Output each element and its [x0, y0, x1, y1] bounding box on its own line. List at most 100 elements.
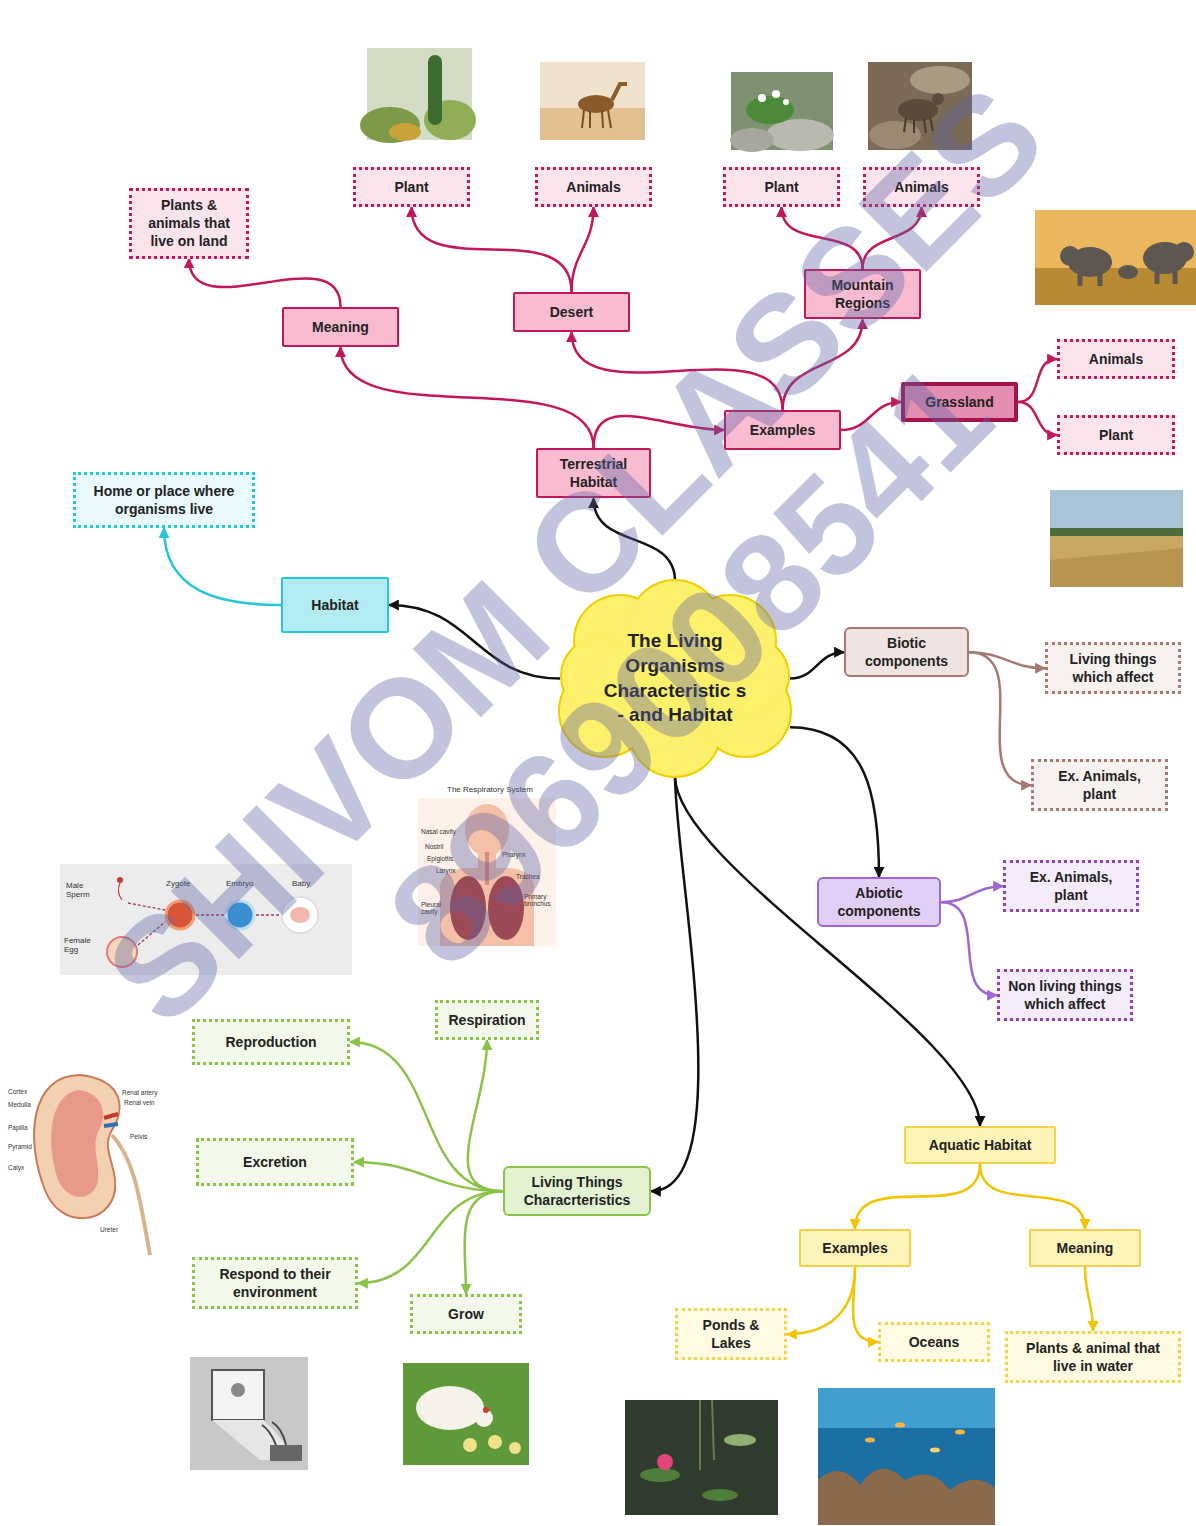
- photo-sky: [1050, 490, 1183, 587]
- head: [465, 804, 509, 856]
- pond-photo: [625, 1400, 778, 1515]
- ureter: [112, 1135, 150, 1255]
- hen-photo: [403, 1363, 529, 1465]
- connector-arrow: [782, 207, 863, 269]
- figure-label: Pyramid: [8, 1143, 32, 1150]
- lily-pad: [702, 1489, 738, 1501]
- connector-arrow: [841, 402, 901, 430]
- box-label: Desert: [522, 303, 621, 321]
- flower: [783, 99, 789, 105]
- box-label: Aquatic Habitat: [913, 1136, 1047, 1154]
- figure-label: Larynx: [436, 867, 456, 874]
- box-label: Respond to their environment: [202, 1265, 348, 1301]
- connector-arrow: [783, 319, 863, 410]
- box-label: Mountain Regions: [813, 276, 912, 312]
- figure-ground: [60, 864, 352, 975]
- lung: [488, 876, 524, 940]
- photo-sky: [1035, 210, 1196, 305]
- mindmap-box: Oceans: [878, 1322, 990, 1362]
- central-title: The Living Organisms Characteristic s - …: [600, 629, 750, 728]
- lung: [450, 876, 486, 940]
- connector-arrow: [1018, 359, 1057, 402]
- mindmap-box: Mountain Regions: [804, 269, 921, 319]
- connector-arrow: [1085, 1267, 1093, 1331]
- rock: [910, 66, 970, 94]
- mindmap-box: Aquatic Habitat: [904, 1126, 1056, 1164]
- box-label: Abiotic components: [826, 884, 932, 920]
- photo-water: [818, 1388, 995, 1525]
- figure-label: Cortex: [8, 1088, 27, 1095]
- mindmap-box: Home or place where organisms live: [73, 472, 255, 528]
- cloud-lobe: [562, 638, 638, 714]
- figure-label: Nostril: [425, 843, 443, 850]
- box-label: Animals: [545, 178, 642, 196]
- connector-arrow: [787, 1267, 855, 1334]
- figure-label: Baby: [292, 880, 310, 889]
- connector-arrow: [1018, 402, 1057, 435]
- box-label: Animals: [1067, 350, 1165, 368]
- fish: [895, 1423, 905, 1428]
- renal-artery: [104, 1114, 118, 1118]
- mindmap-box: Ex. Animals, plant: [1031, 759, 1168, 811]
- box-label: Meaning: [291, 318, 390, 336]
- cloud-shape: [560, 581, 790, 776]
- plant-box: [270, 1445, 302, 1461]
- chick: [488, 1435, 502, 1449]
- sperm: [117, 877, 123, 883]
- connector-arrow: [651, 776, 698, 1191]
- room-wall: [190, 1357, 308, 1470]
- embryo: [226, 901, 254, 929]
- central-cloud: The Living Organisms Characteristic s - …: [560, 581, 790, 776]
- cactus-photo: [360, 48, 476, 143]
- box-label: Terrestrial Habitat: [545, 455, 642, 491]
- reed: [700, 1400, 714, 1470]
- figure-label: Primary bronchus: [524, 893, 556, 907]
- bush: [360, 107, 420, 143]
- photo-water-top: [818, 1388, 995, 1428]
- renal-vein: [104, 1124, 118, 1126]
- photo-ground: [868, 62, 972, 150]
- connector-arrow: [790, 652, 844, 678]
- cloud-lobe: [712, 638, 788, 714]
- baby-body: [290, 907, 310, 923]
- flower-bush: [389, 123, 421, 141]
- figure-label: Female Egg: [64, 937, 100, 955]
- mountain-plant-photo: [730, 72, 834, 152]
- mindmap-box: Ex. Animals, plant: [1003, 860, 1139, 912]
- mindmap-box: Plants & animals that live on land: [129, 188, 249, 259]
- fish: [955, 1430, 965, 1435]
- box-label: Non living things which affect: [1007, 977, 1123, 1013]
- grassland-photo: [1050, 490, 1183, 587]
- connector-arrow: [350, 1042, 503, 1191]
- rock: [730, 128, 774, 152]
- mindmap-box: Excretion: [196, 1138, 354, 1186]
- box-label: Ponds & Lakes: [685, 1316, 777, 1352]
- connector-arrow: [412, 207, 572, 292]
- mindmap-box: Plant: [1057, 415, 1175, 455]
- elephant-head: [1174, 242, 1194, 262]
- cactus: [428, 55, 442, 125]
- zygote: [166, 901, 194, 929]
- box-label: Excretion: [206, 1153, 344, 1171]
- box-label: Meaning: [1038, 1239, 1132, 1257]
- figure-label: Pharynx: [502, 851, 526, 858]
- connector-arrow: [675, 776, 980, 1126]
- mindmap-box: Examples: [724, 410, 841, 450]
- respiratory-figure: [418, 798, 556, 946]
- box-label: Examples: [733, 421, 832, 439]
- leaves: [746, 96, 794, 124]
- box-label: Plant: [733, 178, 830, 196]
- box-label: Living things which affect: [1055, 650, 1171, 686]
- photo-sky: [540, 62, 645, 140]
- figure-label: Pelvis: [130, 1133, 147, 1140]
- box-label: Home or place where organisms live: [83, 482, 245, 518]
- connector-arrow: [855, 1164, 980, 1229]
- elephant-head: [1060, 246, 1080, 266]
- connector-arrow: [358, 1191, 503, 1283]
- lotus: [657, 1454, 673, 1470]
- mindmap-box: Meaning: [282, 307, 399, 347]
- connector-arrow: [863, 207, 922, 269]
- mindmap-box: Plant: [723, 167, 840, 207]
- connector-arrow: [969, 652, 1031, 785]
